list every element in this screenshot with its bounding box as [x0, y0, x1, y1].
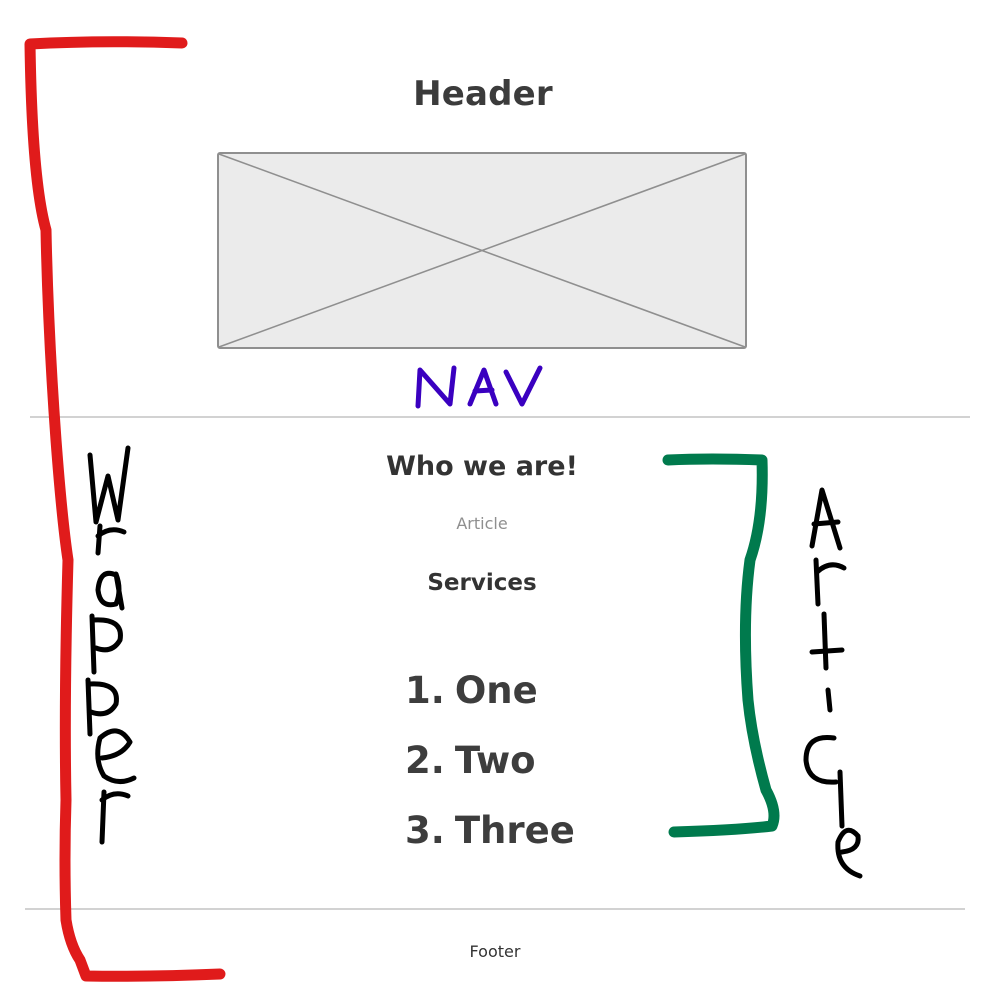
service-item: 1.One: [405, 666, 665, 736]
service-item: 2.Two: [405, 736, 665, 806]
section-divider-top: [30, 416, 970, 418]
service-item-label: One: [454, 669, 538, 712]
service-item: 3.Three: [405, 806, 665, 876]
section-divider-bottom: [25, 908, 965, 910]
service-item-number: 1.: [405, 669, 445, 712]
footer-label: Footer: [469, 942, 521, 961]
service-item-label: Three: [454, 809, 575, 852]
article-label: Article: [456, 514, 508, 533]
service-item-label: Two: [454, 739, 536, 782]
service-item-number: 2.: [405, 739, 445, 782]
services-heading: Services: [427, 570, 537, 596]
service-item-number: 3.: [405, 809, 445, 852]
wrapper-handwritten-label: [85, 445, 137, 845]
article-bracket: [662, 453, 780, 838]
section-heading: Who we are!: [386, 451, 578, 482]
wrapper-bracket: [24, 36, 226, 982]
header-title: Header: [413, 74, 553, 114]
service-list: 1.One 2.Two 3.Three: [405, 666, 665, 876]
nav-handwritten-label: [415, 365, 543, 409]
image-placeholder: [217, 152, 747, 349]
article-handwritten-label: [803, 487, 863, 879]
image-placeholder-icon: [219, 154, 745, 347]
